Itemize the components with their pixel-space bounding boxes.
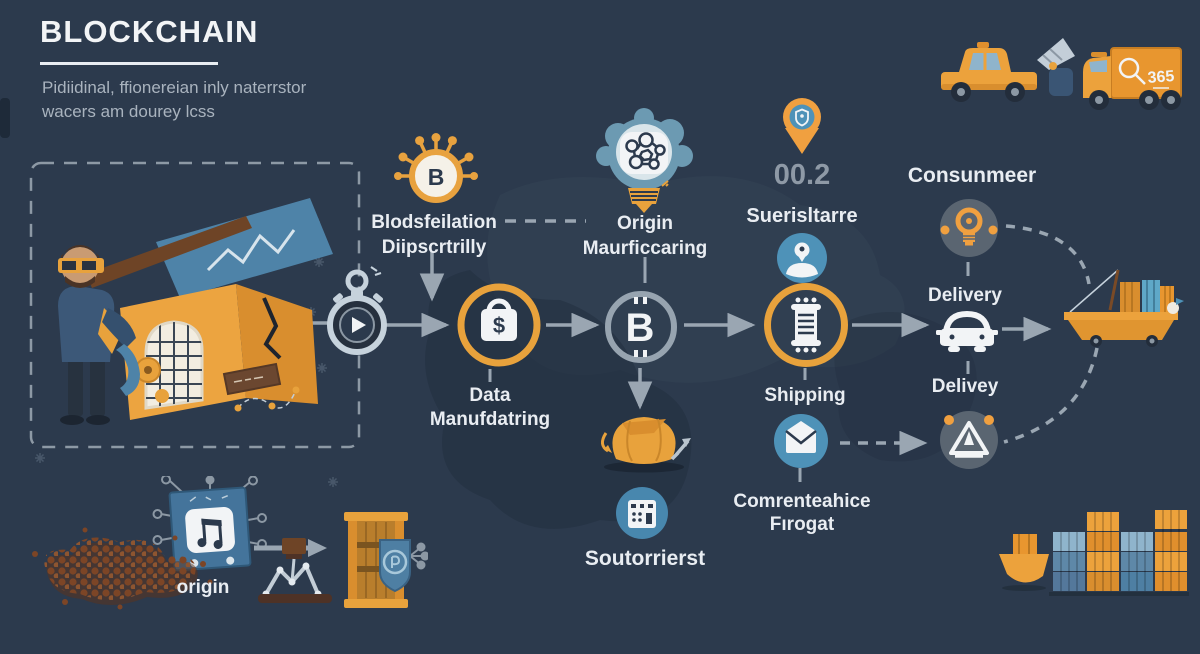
- small-boat: [999, 534, 1049, 583]
- title-underline: [40, 62, 218, 65]
- cargo-ship-icon: [1064, 269, 1184, 347]
- idea-bulb-molecule-icon: [596, 108, 693, 213]
- worker-arm: [102, 308, 136, 348]
- lid-chart-line: [206, 229, 296, 272]
- sources-label: Soutorrierst: [584, 547, 706, 570]
- shipping-label: Shipping: [764, 385, 846, 406]
- ship-flag: [1176, 298, 1184, 305]
- subtitle-line2: wacers am dourey lcss: [42, 102, 215, 121]
- molecule-glyph: [625, 132, 666, 170]
- compliance-line1: Comrenteahice: [733, 491, 871, 512]
- pickup-truck: [941, 42, 1037, 102]
- blue-hook: [116, 344, 140, 396]
- stage2-label: Origin Maurficcaring: [583, 211, 708, 261]
- stage2-line1: Origin: [617, 213, 673, 234]
- ship-containers: [1120, 280, 1174, 312]
- plank: [86, 216, 252, 288]
- data-label: Data Manufdatring: [430, 384, 550, 432]
- stage2-line2: Maurficcaring: [582, 238, 708, 259]
- crate-illustration: [71, 198, 333, 420]
- consumer-label: Consunmeer: [907, 164, 1037, 187]
- scroll-circle-icon: [764, 283, 848, 367]
- origin-chip-label: origin: [176, 577, 230, 598]
- pin-value: 00.2: [773, 159, 831, 191]
- cabinet-shield-icon: [344, 512, 428, 608]
- worker-figure: [58, 245, 140, 425]
- music-chip-icon: [152, 476, 267, 572]
- containers: [1053, 510, 1187, 591]
- person-pin-circle-icon: [777, 233, 827, 283]
- node-branch: [409, 542, 428, 570]
- compliance-line2: Fırogat: [769, 514, 835, 535]
- stage3-label: Suerisltarre: [746, 205, 858, 227]
- megaphone-person: [1037, 38, 1075, 96]
- stage1-line2: Diipscrtrilly: [381, 237, 487, 258]
- dashed-curve-ship-triangle: [1003, 347, 1099, 444]
- stage1-label: Blodsfeilation Diipscrtrilly: [371, 210, 497, 260]
- crate-crack: [262, 297, 282, 360]
- money-bag-circle-icon: $: [457, 283, 541, 367]
- map-pin-icon: [783, 98, 821, 154]
- bitcoin-glyph: B: [626, 306, 655, 350]
- music-note-glyph: [197, 518, 223, 549]
- lightbulb-circle-icon: [940, 199, 998, 257]
- data-line2: Manufdatring: [429, 409, 551, 430]
- mountain-triangle-circle-icon: [940, 411, 998, 469]
- trucks-illustration: 365: [941, 38, 1182, 110]
- trail-nodes: [234, 386, 300, 412]
- box-truck: 365: [1083, 47, 1182, 110]
- worker-crate-illustration: [29, 161, 361, 449]
- worker-beard: [65, 276, 95, 288]
- delivery-top-label: Delivery: [928, 285, 1002, 306]
- edge-notch: [0, 98, 10, 138]
- crate-plate: [222, 362, 282, 396]
- sack-icon: [601, 417, 691, 473]
- bean-pile: [32, 527, 213, 610]
- plate-marks: [233, 376, 264, 383]
- dollar-glyph: $: [493, 313, 505, 338]
- gear-icon-small: [155, 389, 169, 403]
- crate-lid: [156, 198, 333, 298]
- subtitle-line1: Pidiidinal, ffionereian inly naterrstor: [42, 78, 307, 97]
- car-icon: [936, 310, 998, 352]
- container-stacks: [999, 510, 1189, 596]
- dashed-frame: [29, 161, 361, 449]
- stage1-line1: Blodsfeilation: [371, 212, 497, 233]
- bitcoin-small-glyph: B: [428, 164, 445, 190]
- circuit-stubs: [152, 476, 267, 549]
- page-subtitle: Pidiidinal, ffionereian inly naterrstor …: [42, 76, 306, 124]
- envelope-circle-icon: [774, 414, 828, 468]
- compliance-label: Comrenteahice Fırogat: [733, 490, 870, 536]
- stopwatch-icon: [327, 266, 387, 355]
- bitcoin-circle-icon: B: [605, 291, 677, 363]
- shield-glyph: [795, 108, 809, 127]
- map-dark-blob-2: [834, 312, 977, 462]
- calendar-circle-icon: [616, 487, 668, 539]
- delivery-bottom-label: Delivey: [931, 376, 999, 397]
- data-line1: Data: [469, 385, 511, 406]
- tripod-robot-icon: [254, 538, 332, 603]
- worker-torso: [58, 286, 115, 362]
- page-title: BLOCKCHAIN: [40, 14, 259, 49]
- bitcoin-network-icon: B: [394, 133, 478, 203]
- play-icon: [352, 317, 366, 333]
- truck-box-text: 365: [1147, 68, 1175, 87]
